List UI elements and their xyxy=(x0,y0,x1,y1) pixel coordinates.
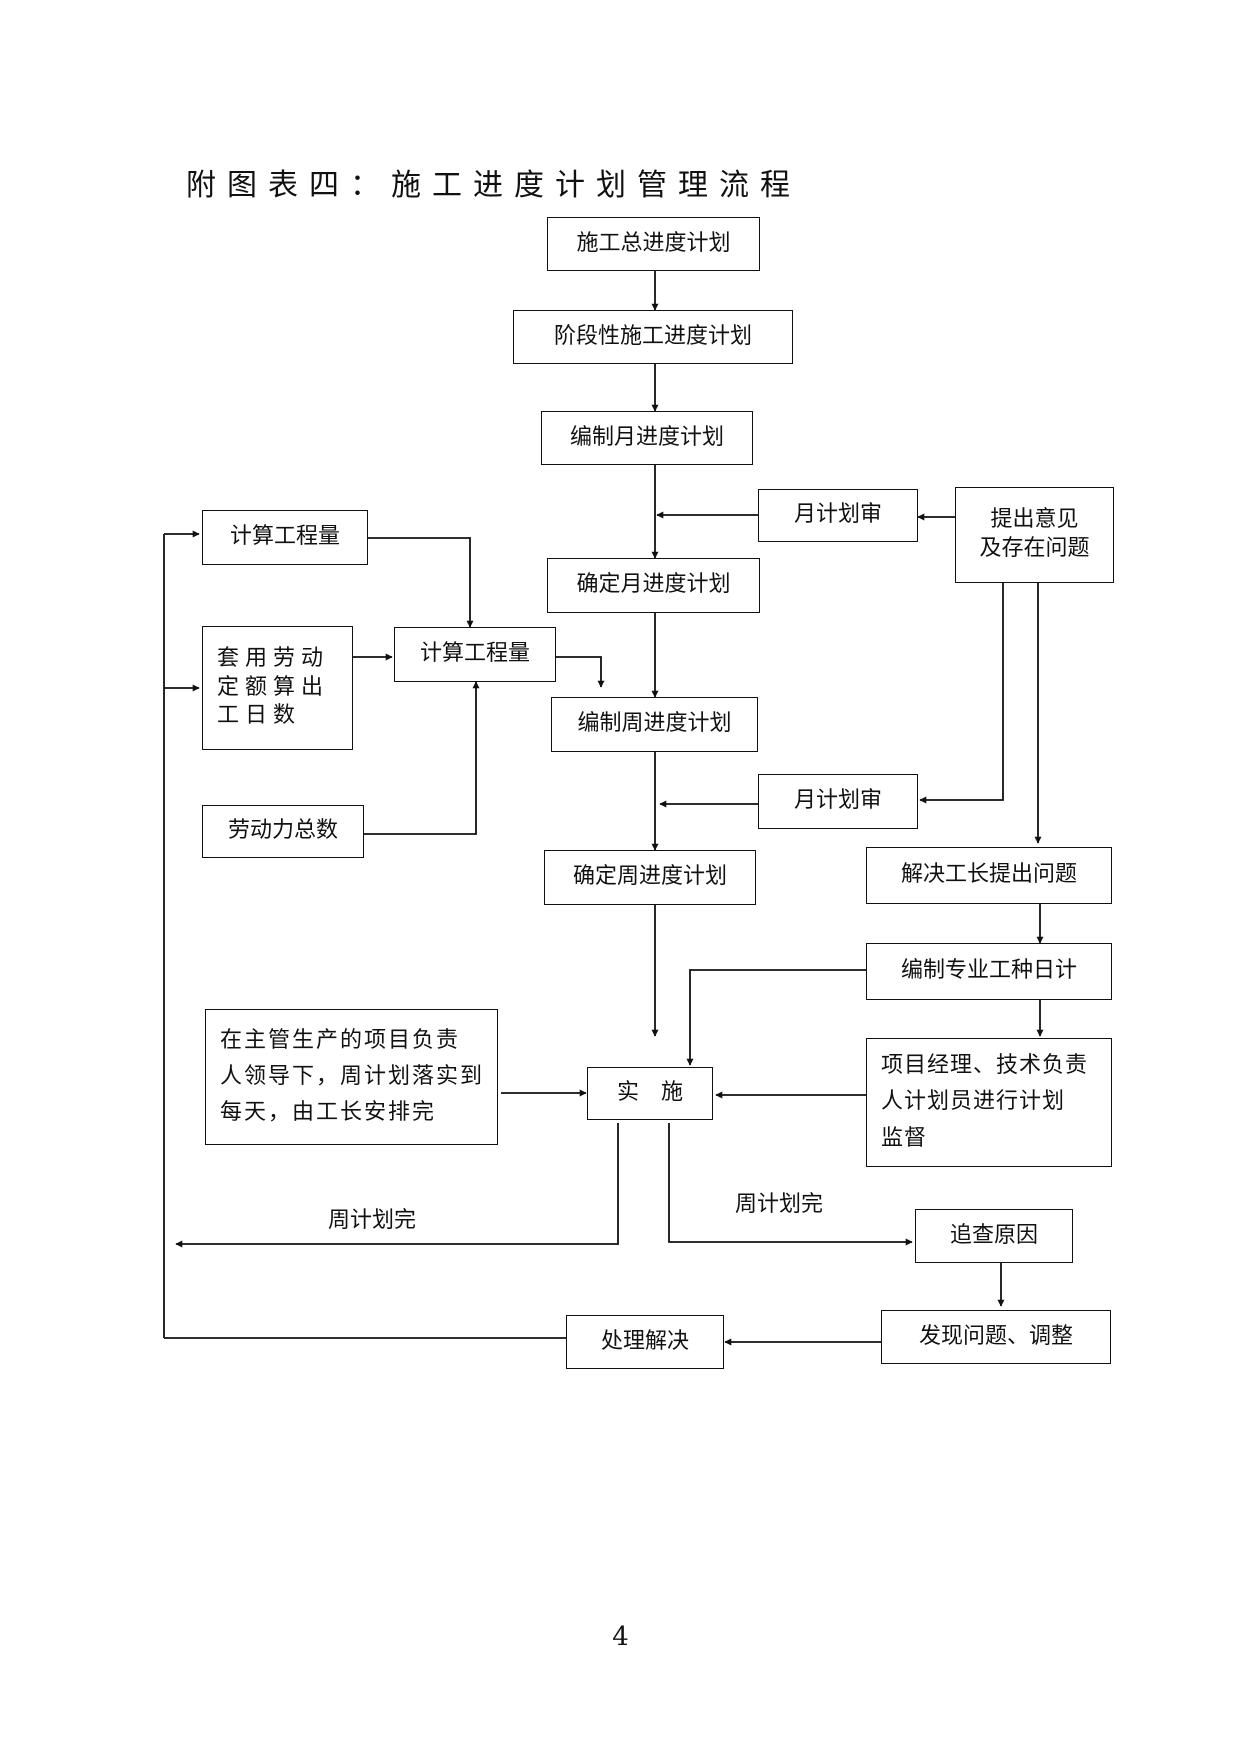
node-compile-month-plan: 编制月进度计划 xyxy=(541,411,753,465)
edge-calc1-to-calc2 xyxy=(368,537,474,628)
page-title: 附图表四：施工进度计划管理流程 xyxy=(186,168,801,203)
node-master-plan: 施工总进度计划 xyxy=(547,217,760,271)
node-implement: 实 施 xyxy=(587,1067,713,1120)
edge-labor-to-calc2 xyxy=(364,681,480,835)
node-month-review-1: 月计划审 xyxy=(758,489,918,542)
node-manager-lead: 在主管生产的项目负责 人领导下，周计划落实到 每天，由工长安排完 xyxy=(205,1009,498,1145)
node-supervise: 项目经理、技术负责 人计划员进行计划 监督 xyxy=(866,1038,1112,1167)
edge-implement-week-done-right xyxy=(668,1123,913,1246)
node-calc-quantity-middle: 计算工程量 xyxy=(394,627,556,682)
node-calc-quantity-top: 计算工程量 xyxy=(202,510,368,565)
edge-opinions-to-review-2 xyxy=(919,583,1004,804)
edge-implement-week-done-left xyxy=(175,1123,619,1248)
node-month-review-2: 月计划审 xyxy=(758,774,918,829)
node-confirm-month-plan: 确定月进度计划 xyxy=(547,558,760,613)
node-compile-week-plan: 编制周进度计划 xyxy=(551,697,758,752)
page-number: 4 xyxy=(612,1622,629,1652)
edge-calc2-to-compile-week xyxy=(556,656,605,688)
node-solve-foreman-issues: 解决工长提出问题 xyxy=(866,847,1112,904)
node-confirm-week-plan: 确定周进度计划 xyxy=(544,850,756,905)
node-opinions-issues: 提出意见 及存在问题 xyxy=(955,487,1114,583)
node-trace-cause: 追查原因 xyxy=(915,1209,1073,1263)
label-week-done-left: 周计划完 xyxy=(328,1208,417,1233)
node-compile-trade-daily: 编制专业工种日计 xyxy=(866,943,1112,1000)
node-labor-total: 劳动力总数 xyxy=(202,805,364,858)
node-find-adjust: 发现问题、调整 xyxy=(881,1310,1111,1364)
node-handle-resolve: 处理解决 xyxy=(566,1315,724,1369)
edge-trade-to-implement xyxy=(686,969,866,1066)
node-phase-plan: 阶段性施工进度计划 xyxy=(513,310,793,364)
label-week-done-right: 周计划完 xyxy=(735,1192,824,1217)
node-labor-quota: 套用劳动 定额算出 工日数 xyxy=(202,626,353,750)
